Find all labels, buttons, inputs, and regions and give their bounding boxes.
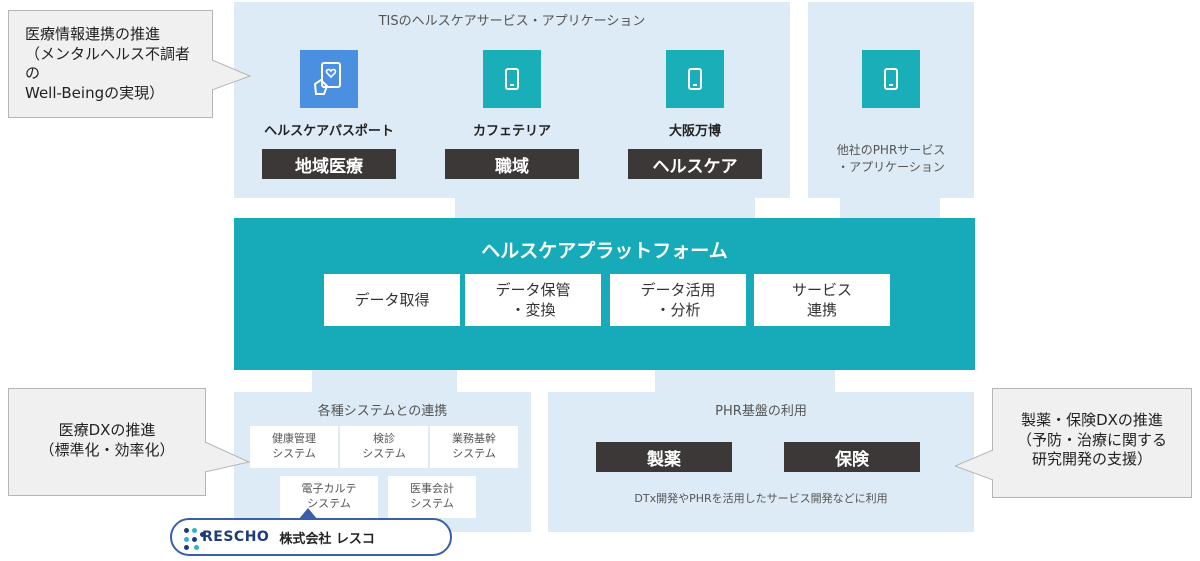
phr-note: DTx開発やPHRを活用したサービス開発などに利用 bbox=[634, 492, 888, 505]
smartphone-icon bbox=[862, 50, 920, 108]
function-line1: データ取得 bbox=[354, 290, 430, 309]
other-phr-panel: 他社のPHRサービス ・アプリケーション bbox=[808, 2, 974, 198]
other-phr-label-line2: ・アプリケーション bbox=[837, 160, 945, 175]
system-line1: 業務基幹 bbox=[452, 432, 496, 446]
app-tag: ヘルスケア bbox=[628, 149, 762, 179]
tag-pharma: 製薬 bbox=[596, 442, 732, 472]
rescho-badge: RESCHO 株式会社 レスコ bbox=[170, 518, 452, 556]
system-line2: システム bbox=[452, 447, 496, 460]
function-line2: ・分析 bbox=[655, 301, 701, 319]
function-line1: データ保管 bbox=[495, 280, 571, 299]
system-line2: システム bbox=[410, 497, 454, 510]
rescho-pointer bbox=[298, 508, 318, 520]
function-line1: サービス bbox=[791, 280, 852, 299]
function-data-storage[interactable]: データ保管 ・変換 bbox=[465, 274, 601, 326]
app-healthcare-passport[interactable]: ヘルスケアパスポート 地域医療 bbox=[254, 50, 404, 179]
system-line2: システム bbox=[307, 497, 351, 510]
rescho-company-name: 株式会社 レスコ bbox=[279, 531, 375, 547]
connector-platform-systems bbox=[312, 368, 457, 394]
systems-panel: 各種システムとの連携 健康管理システム 検診システム 業務基幹システム 電子カル… bbox=[234, 392, 531, 532]
rescho-logo-text: RESCHO bbox=[202, 529, 270, 545]
app-name: 大阪万博 bbox=[668, 124, 721, 139]
connector-tis-platform bbox=[455, 198, 755, 220]
platform-title: ヘルスケアプラットフォーム bbox=[481, 240, 728, 262]
tis-services-panel: TISのヘルスケアサービス・アプリケーション ヘルスケアパスポート 地域医療 カ… bbox=[234, 2, 790, 198]
connector-other-platform bbox=[840, 198, 940, 220]
system-line1: 検診 bbox=[372, 432, 395, 446]
other-phr-label: 他社のPHRサービス ・アプリケーション bbox=[808, 142, 974, 177]
app-name: ヘルスケアパスポート bbox=[264, 124, 394, 139]
callout-line2: （予防・治療に関する bbox=[1016, 430, 1167, 449]
app-osaka-expo[interactable]: 大阪万博 ヘルスケア bbox=[620, 50, 770, 179]
callout-line2: （標準化・効率化） bbox=[39, 440, 175, 459]
app-name: カフェテリア bbox=[472, 124, 551, 139]
smartphone-icon bbox=[483, 50, 541, 108]
system-medical-accounting[interactable]: 医事会計システム bbox=[388, 476, 476, 518]
callout-line1: 医療情報連携の推進 bbox=[25, 25, 161, 43]
callout-tail bbox=[205, 441, 251, 473]
system-checkup[interactable]: 検診システム bbox=[340, 426, 428, 468]
system-electronic-medical-record[interactable]: 電子カルテシステム bbox=[280, 476, 378, 518]
app-cafeteria[interactable]: カフェテリア 職域 bbox=[437, 50, 587, 179]
app-tag: 地域医療 bbox=[262, 149, 396, 179]
function-line2: ・変換 bbox=[510, 301, 556, 319]
function-line2: 連携 bbox=[806, 301, 837, 319]
function-data-analysis[interactable]: データ活用 ・分析 bbox=[610, 274, 746, 326]
callout-line3: Well-Beingの実現） bbox=[25, 83, 165, 102]
phr-panel: PHR基盤の利用 製薬 保険 DTx開発やPHRを活用したサービス開発などに利用 bbox=[548, 392, 974, 532]
callout-medical-dx: 医療DXの推進 （標準化・効率化） bbox=[8, 388, 206, 496]
callout-line3: 研究開発の支援） bbox=[1031, 450, 1152, 468]
app-tag: 職域 bbox=[445, 149, 579, 179]
other-phr-label-line1: 他社のPHRサービス bbox=[836, 143, 946, 157]
connector-platform-phr bbox=[655, 368, 835, 394]
system-core-business[interactable]: 業務基幹システム bbox=[430, 426, 518, 468]
callout-medical-info-linkage: 医療情報連携の推進 （メンタルヘルス不調者の Well-Beingの実現） bbox=[8, 10, 213, 118]
callout-line2: （メンタルヘルス不調者の bbox=[25, 44, 191, 83]
system-line1: 医事会計 bbox=[410, 482, 454, 496]
tis-panel-title: TISのヘルスケアサービス・アプリケーション bbox=[378, 14, 646, 29]
function-line1: データ活用 bbox=[640, 280, 716, 299]
phr-panel-title: PHR基盤の利用 bbox=[715, 404, 807, 419]
phone-heart-icon bbox=[300, 50, 358, 108]
systems-panel-title: 各種システムとの連携 bbox=[317, 404, 448, 419]
system-line1: 健康管理 bbox=[272, 432, 316, 446]
tag-insurance: 保険 bbox=[784, 442, 920, 472]
system-line2: システム bbox=[362, 447, 406, 460]
callout-pharma-insurance-dx: 製薬・保険DXの推進 （予防・治療に関する 研究開発の支援） bbox=[992, 388, 1192, 498]
system-line2: システム bbox=[272, 447, 316, 460]
rescho-logo-icon bbox=[184, 528, 206, 550]
function-service-integration[interactable]: サービス 連携 bbox=[754, 274, 890, 326]
healthcare-platform: ヘルスケアプラットフォーム データ取得 データ保管 ・変換 データ活用 ・分析 … bbox=[234, 218, 975, 370]
callout-line1: 製薬・保険DXの推進 bbox=[1021, 411, 1163, 429]
callout-tail bbox=[955, 449, 993, 481]
system-line1: 電子カルテ bbox=[301, 482, 357, 496]
smartphone-icon bbox=[666, 50, 724, 108]
callout-tail bbox=[212, 59, 252, 91]
function-data-acquisition[interactable]: データ取得 bbox=[324, 274, 460, 326]
system-health-management[interactable]: 健康管理システム bbox=[250, 426, 338, 468]
callout-line1: 医療DXの推進 bbox=[58, 421, 156, 439]
